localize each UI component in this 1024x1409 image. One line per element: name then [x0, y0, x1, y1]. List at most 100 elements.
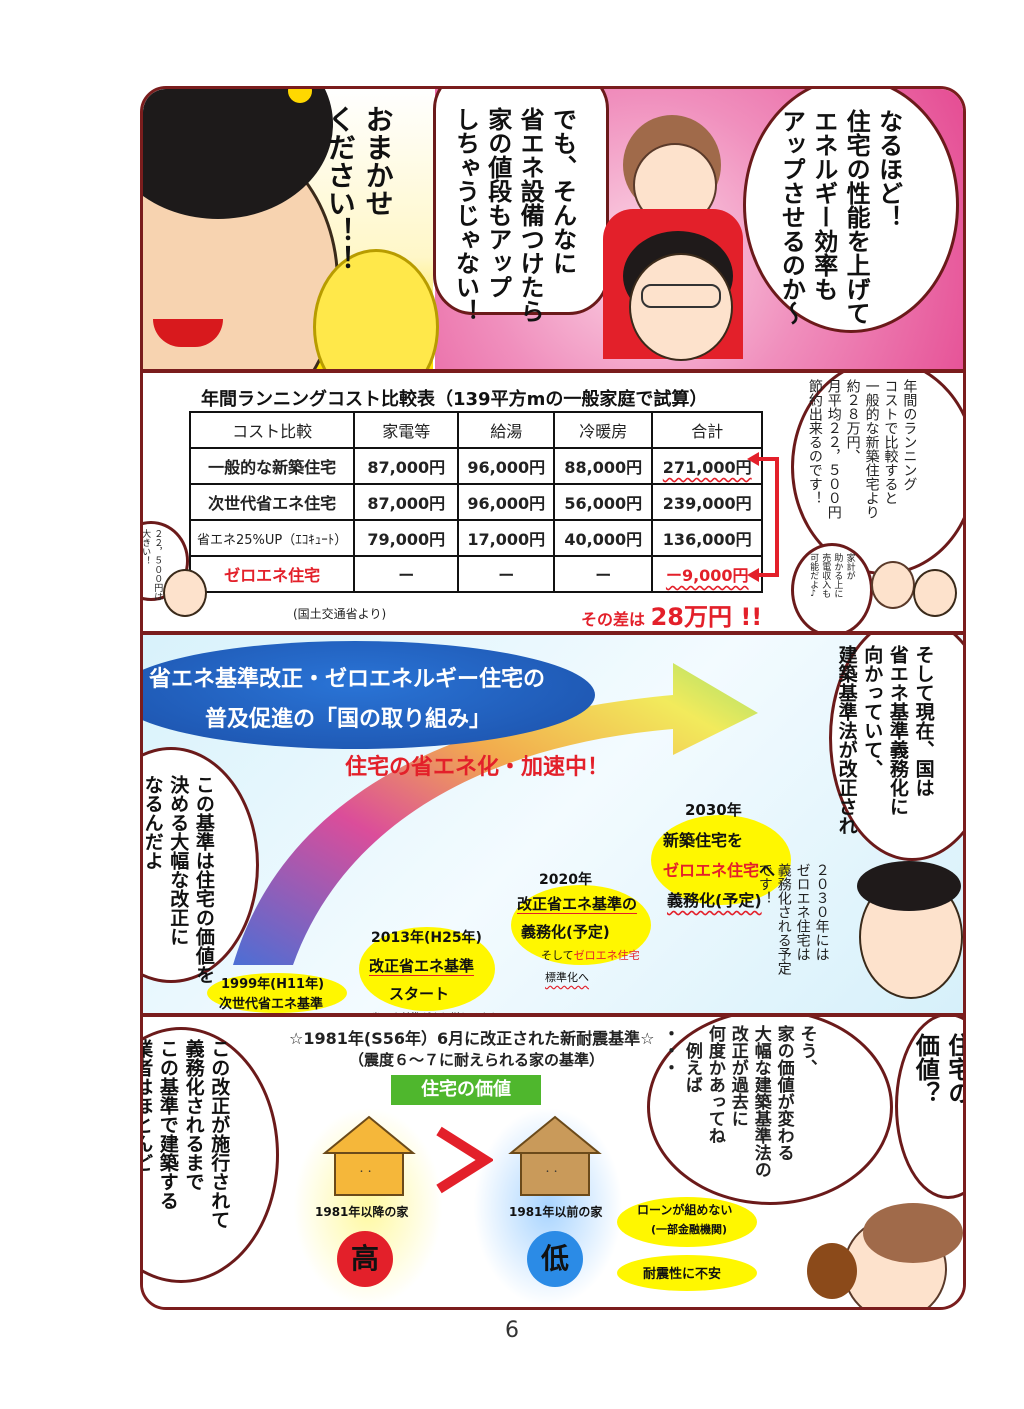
value-label: 住宅の価値 [391, 1075, 541, 1105]
speech-small-right: 家計が 助かる上に 売電収入も 可能だよ♪ [807, 553, 856, 623]
milestone-2020-note1b: ゼロエネ住宅 [573, 949, 640, 962]
table-cell: 87,000円 [353, 483, 460, 521]
table-header: 家電等 [353, 411, 460, 449]
man-hair-panel3 [857, 861, 961, 911]
speech-panel2-right-text: 年間のランニング コストで比較すると 一般的な新築住宅より 約２８万円、 月平均… [806, 379, 918, 519]
table-row: 省エネ25%UP（ｴｺｷｭｰﾄ） 79,000円 17,000円 40,000円… [188, 519, 764, 557]
table-cell: ー [457, 555, 556, 593]
comparison-arrow [747, 452, 779, 582]
speech-omakase-text: おまかせ ください！！ [323, 105, 395, 273]
milestone-2020-note1: そしてゼロエネ住宅 [541, 947, 640, 963]
speech-small-left-text: ２２，５００円は 大きい！ [143, 529, 163, 601]
table-header: 合計 [651, 411, 764, 449]
table-title: 年間ランニングコスト比較表（139平方mの一般家庭で試算） [201, 389, 708, 410]
woman-hair-panel4 [863, 1203, 963, 1263]
table-cell: 17,000円 [457, 519, 556, 557]
milestone-2020-duty: 義務化(予定) [521, 923, 610, 941]
speech-panel2-right: 年間のランニング コストで比較すると 一般的な新築住宅より 約２８万円、 月平均… [805, 379, 918, 559]
drawback1-sub: (一部金融機関) [651, 1223, 728, 1236]
speech-bubble-panel3-right [829, 635, 963, 861]
man-face-small [163, 569, 207, 617]
table-cell: 40,000円 [553, 519, 654, 557]
panel-3: 省エネ基準改正・ゼロエネルギー住宅の 普及促進の「国の取り組み」 住宅の省エネ化… [143, 635, 963, 1017]
total-zero-energy: ー9,000円 [665, 566, 749, 585]
table-cell: 271,000円 [651, 447, 764, 485]
table-cell: ゼロエネ住宅 [188, 555, 356, 593]
acceleration-label: 住宅の省エネ化・加速中！ [345, 755, 610, 780]
total-general: 271,000円 [662, 458, 752, 477]
milestone-2030-zero: ゼロエネ住宅 [663, 861, 760, 880]
difference-prefix: その差は [581, 610, 646, 629]
sparkle [288, 89, 312, 103]
policy-title-line1: 省エネ基準改正・ゼロエネルギー住宅の [149, 667, 546, 692]
drawback1-bg [617, 1197, 757, 1247]
table-cell: ー [553, 555, 654, 593]
milestone-2013-note1: 省エネ基準がより厳しくなり [371, 1009, 500, 1013]
house-before-label: 1981年以前の家 [509, 1205, 603, 1219]
drawback1-label: ローンが組めない [637, 1203, 733, 1217]
policy-title-oval [143, 641, 595, 749]
milestone-2013-year: 2013年(H25年) [371, 930, 482, 946]
source-note: (国土交通省より) [293, 607, 387, 621]
milestone-1999-bg [207, 973, 347, 1013]
table-cell: 省エネ25%UP（ｴｺｷｭｰﾄ） [188, 519, 356, 557]
speech-panel4-mid-text: そう、 家の価値が変わる 大幅な建築基準法の 改正が過去に 何度かあってね 例え… [658, 1025, 817, 1178]
speech-panel3-left: この基準は住宅の価値を 決める大幅な改正に なるんだよ [143, 775, 216, 984]
milestone-2013-start: スタート [389, 985, 450, 1003]
milestone-2013-bg [359, 927, 495, 1011]
panel-1: おまかせ ください！！ でも、そんなに 省エネ設備つけたら 家の値段もアップ し… [143, 89, 963, 373]
table-cell: 79,000円 [353, 519, 460, 557]
speech-panel4-left-text: この改正が施行されて 義務化されるまで この基準で建築する 業者はほとんど 無か… [143, 1039, 231, 1229]
low-circle: 低 [527, 1231, 583, 1287]
table-cell: 239,000円 [651, 483, 764, 521]
speech-mid-text: でも、そんなに 省エネ設備つけたら 家の値段もアップ しちゃうじゃない！ [451, 107, 577, 323]
house-after-label: 1981年以降の家 [315, 1205, 409, 1219]
speech-bubble-right [743, 89, 959, 333]
drawback2-label: 耐震性に不安 [643, 1267, 722, 1282]
difference-value: 28万円 !! [650, 603, 763, 631]
table-row: 次世代省エネ住宅 87,000円 96,000円 56,000円 239,000… [188, 483, 764, 521]
drawback2-bg [617, 1255, 757, 1291]
greater-than-icon [436, 1126, 493, 1194]
speech-right: なるほど！ 住宅の性能を上げて エネルギー効率も アップさせるのか～ [775, 109, 905, 325]
cost-table: コスト比較 家電等 給湯 冷暖房 合計 一般的な新築住宅 87,000円 96,… [188, 411, 764, 593]
table-header: 冷暖房 [553, 411, 654, 449]
table-row: 一般的な新築住宅 87,000円 96,000円 88,000円 271,000… [188, 447, 764, 485]
speech-panel4-mid: そう、 家の価値が変わる 大幅な建築基準法の 改正が過去に 何度かあってね 例え… [657, 1025, 818, 1193]
table-header-row: コスト比較 家電等 給湯 冷暖房 合計 [188, 411, 764, 449]
table-cell: 96,000円 [457, 447, 556, 485]
milestone-2013-name: 改正省エネ基準 [369, 957, 475, 975]
note-panel3-right-text: ２０３０年には ゼロエネ住宅は 義務化される予定 です！ [756, 863, 830, 975]
house-before-icon: ･ ･ [508, 1115, 602, 1196]
panel-2: 年間ランニングコスト比較表（139平方mの一般家庭で試算） コスト比較 家電等 … [143, 373, 963, 635]
difference-note: その差は 28万円 !! [581, 597, 763, 631]
man-glasses [641, 284, 721, 308]
milestone-2030-year: 2030年 [685, 801, 742, 819]
table-header: コスト比較 [188, 411, 356, 449]
policy-title-line2: 普及促進の「国の取り組み」 [205, 707, 492, 732]
milestone-2030-bg [651, 815, 791, 905]
progress-arrow [233, 663, 758, 965]
speech-omakase: おまかせ ください！！ [321, 105, 397, 305]
high-circle: 高 [337, 1231, 393, 1287]
house-after-icon: ･ ･ [322, 1115, 416, 1196]
seismic-title: ☆1981年(S56年）6月に改正された新耐震基準☆ [289, 1029, 655, 1048]
table-cell: ー [353, 555, 460, 593]
table-cell: 88,000円 [553, 447, 654, 485]
speech-small-left: ２２，５００円は 大きい！ [143, 529, 163, 601]
speech-panel3-left-text: この基準は住宅の価値を 決める大幅な改正に なるんだよ [143, 775, 215, 984]
milestone-2020-bg [511, 885, 651, 965]
seismic-subtitle: （震度６～７に耐えられる家の基準） [349, 1051, 605, 1069]
table-cell: 56,000円 [553, 483, 654, 521]
ok-hand [313, 249, 439, 369]
table-cell: 96,000円 [457, 483, 556, 521]
speech-panel3-right-text: そして現在、国は 省エネ基準義務化に 向かっていて、 建築基準法が改正され [835, 645, 935, 835]
speech-bubble-mid [433, 89, 609, 315]
speech-bubble-panel2-right [791, 373, 963, 575]
svg-text:･ ･: ･ ･ [545, 1167, 558, 1178]
table-cell: 一般的な新築住宅 [188, 447, 356, 485]
manga-page: おまかせ ください！！ でも、そんなに 省エネ設備つけたら 家の値段もアップ し… [140, 86, 966, 1310]
svg-text:･ ･: ･ ･ [359, 1167, 372, 1178]
milestone-1999-name: 次世代省エネ基準 [219, 997, 324, 1012]
milestone-2020-note2: 標準化へ [545, 971, 589, 984]
